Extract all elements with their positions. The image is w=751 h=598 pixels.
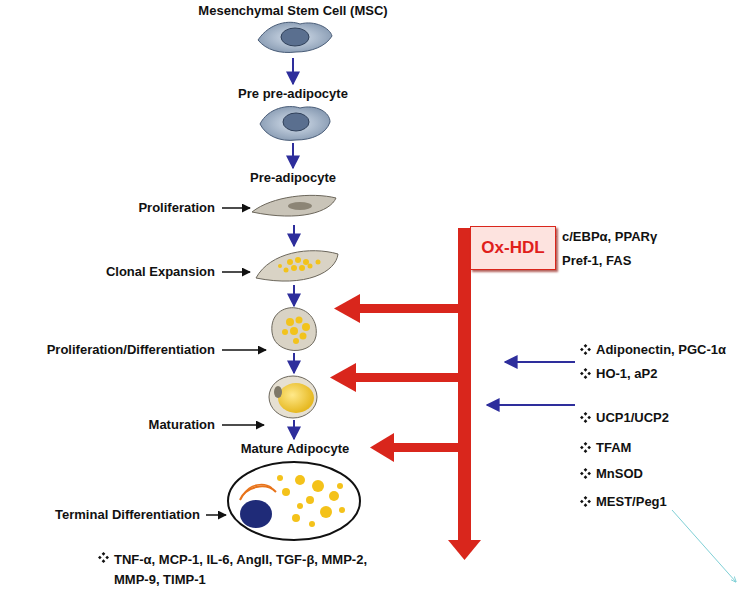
marker-label: TNF-α, MCP-1, IL-6, AngII, TGF-β, MMP-2,… — [114, 550, 376, 590]
stage-label: Maturation — [0, 417, 215, 433]
marker-label: MEST/Peg1 — [596, 494, 746, 510]
stage-title: Mesenchymal Stem Cell (MSC) — [183, 3, 403, 19]
marker-label: HO-1, aP2 — [596, 366, 746, 382]
stage-arrow — [292, 58, 294, 84]
marker-label: UCP1/UCP2 — [596, 410, 746, 426]
stage-label: Proliferation/Differentiation — [0, 342, 215, 358]
stage-title: Pre-adipocyte — [213, 170, 373, 186]
cell-stage: Mesenchymal Stem Cell (MSC) — [183, 3, 403, 57]
cell-stage: Mature Adipocyte — [225, 441, 365, 545]
stage-label: Terminal Differentiation — [0, 507, 200, 523]
pre-pre-adipocyte-cell — [260, 107, 330, 141]
stage-title: Pre pre-adipocyte — [213, 86, 373, 102]
clonal-expansion-cell — [256, 251, 338, 281]
stage-label: Proliferation — [0, 200, 215, 216]
cell-stage: Pre pre-adipocyte — [213, 86, 373, 142]
leader-line — [672, 510, 736, 582]
inhibition-bar — [330, 228, 481, 560]
stage-arrow — [292, 143, 294, 168]
marker-label: Adiponectin, PGC-1α — [596, 342, 746, 358]
differentiating-cell — [272, 308, 316, 351]
effect-arrows — [487, 362, 575, 405]
msc-cell — [258, 22, 332, 52]
maturing-cell — [269, 376, 317, 418]
ox-hdl-box: Ox-HDL — [470, 226, 556, 270]
stage-title: Mature Adipocyte — [225, 441, 365, 457]
stage-title: Ox-HDL — [471, 227, 555, 258]
stage-pointers — [206, 208, 266, 515]
cell-stage: Pre-adipocyte — [213, 170, 373, 224]
marker-label: Pref-1, FAS — [562, 253, 742, 269]
marker-label: TFAM — [596, 440, 746, 456]
mature-adipocyte-cell — [228, 462, 360, 540]
pre-adipocyte-cell — [252, 195, 336, 216]
stage-label: Clonal Expansion — [0, 264, 215, 280]
marker-label: MnSOD — [596, 466, 746, 482]
marker-label: c/EBPα, PPARγ — [562, 229, 742, 245]
stage-arrows — [293, 225, 295, 439]
